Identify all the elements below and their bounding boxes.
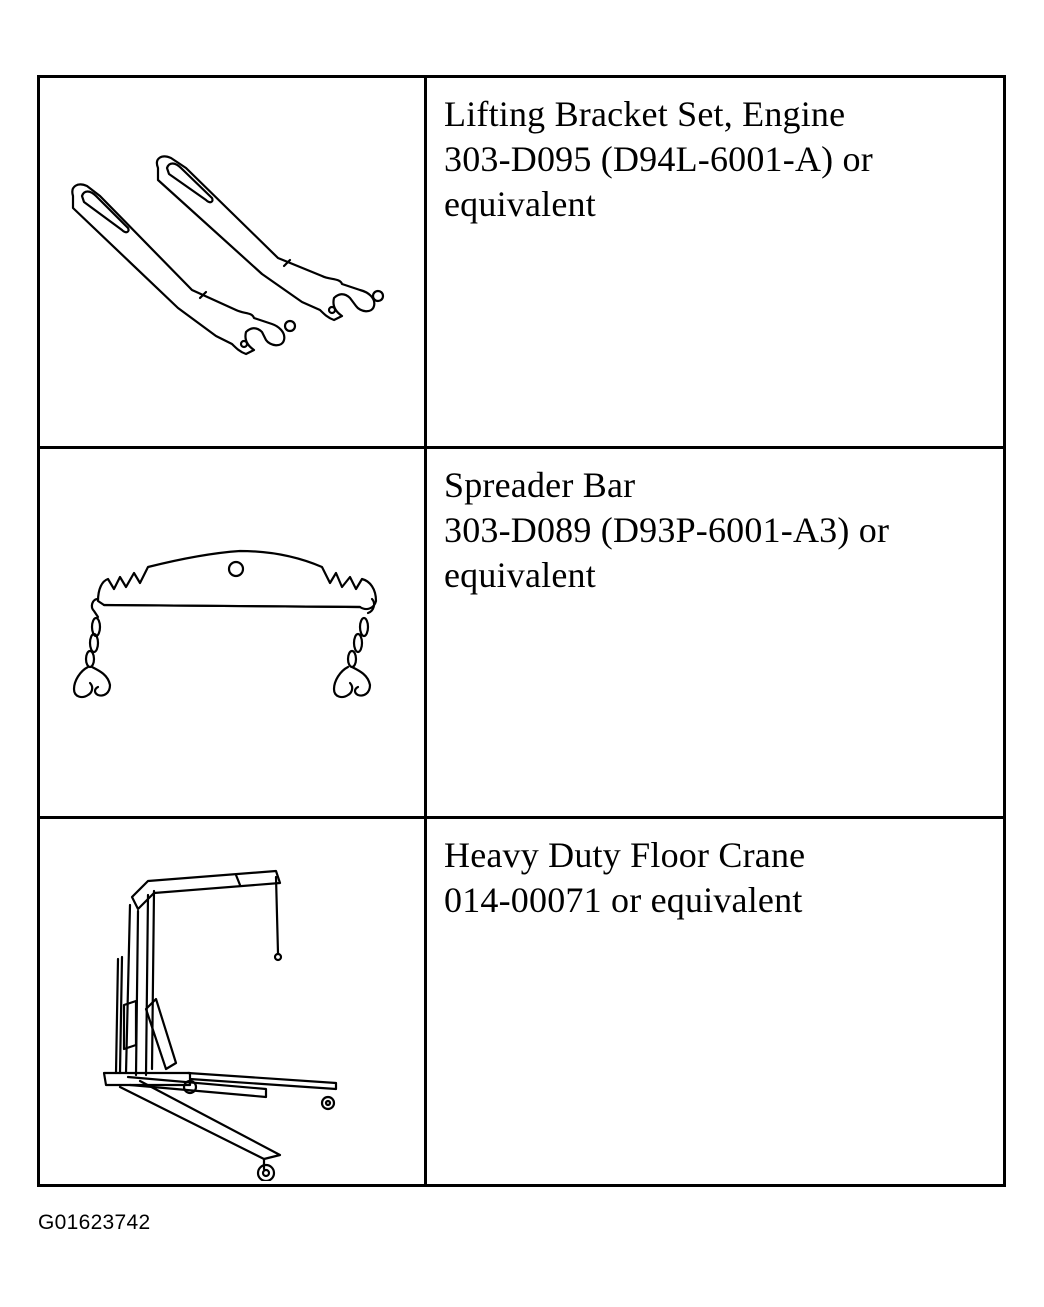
tool-name: Spreader Bar bbox=[444, 465, 636, 505]
tool-description: Heavy Duty Floor Crane 014-00071 or equi… bbox=[444, 833, 994, 923]
figure-id: G01623742 bbox=[38, 1211, 151, 1234]
tool-part-number: 014-00071 or equivalent bbox=[444, 880, 803, 920]
tool-equivalent-note: equivalent bbox=[444, 555, 596, 595]
tool-row-floor-crane: Heavy Duty Floor Crane 014-00071 or equi… bbox=[40, 819, 1003, 1184]
tool-equivalent-note: equivalent bbox=[444, 184, 596, 224]
tool-part-number: 303-D089 (D93P-6001-A3) or bbox=[444, 510, 890, 550]
tool-name: Lifting Bracket Set, Engine bbox=[444, 94, 846, 134]
tool-part-number: 303-D095 (D94L-6001-A) or bbox=[444, 139, 873, 179]
tool-description: Lifting Bracket Set, Engine 303-D095 (D9… bbox=[444, 92, 994, 227]
floor-crane-illustration bbox=[102, 869, 338, 1181]
special-tools-table: Lifting Bracket Set, Engine 303-D095 (D9… bbox=[37, 75, 1006, 1187]
tool-image-cell bbox=[40, 449, 427, 816]
tool-image-cell bbox=[40, 78, 427, 446]
tool-image-cell bbox=[40, 819, 427, 1184]
tool-row-lifting-bracket: Lifting Bracket Set, Engine 303-D095 (D9… bbox=[40, 78, 1003, 449]
tool-description: Spreader Bar 303-D089 (D93P-6001-A3) or … bbox=[444, 463, 994, 598]
tool-row-spreader-bar: Spreader Bar 303-D089 (D93P-6001-A3) or … bbox=[40, 449, 1003, 819]
spreader-bar-illustration bbox=[72, 549, 378, 699]
tool-name: Heavy Duty Floor Crane bbox=[444, 835, 806, 875]
lifting-bracket-set-illustration bbox=[71, 155, 385, 356]
